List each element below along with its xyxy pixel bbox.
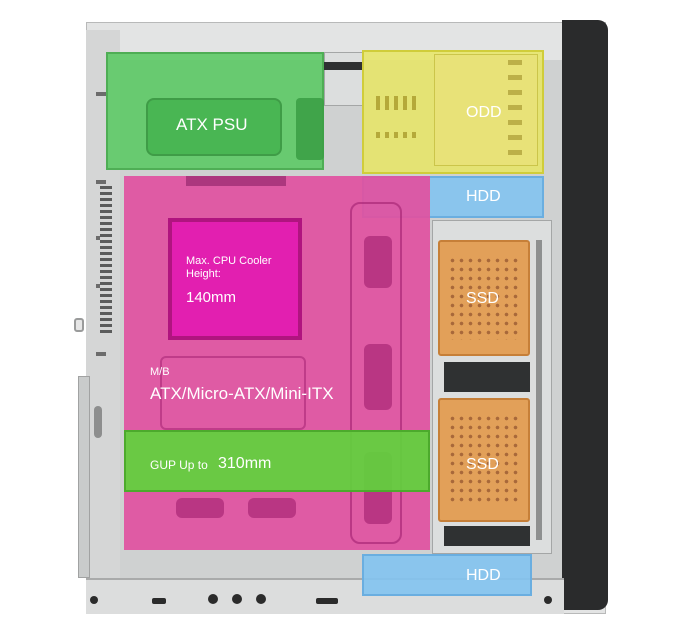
psu-unit bbox=[146, 98, 282, 156]
ssd-tray-1 bbox=[438, 240, 530, 356]
hdd-top-label: HDD bbox=[466, 188, 501, 205]
ssd-tray-2 bbox=[438, 398, 530, 522]
drive-cage-gap bbox=[444, 362, 530, 392]
io-port bbox=[94, 406, 102, 438]
ssd-1-label: SSD bbox=[466, 290, 499, 307]
top-bay-frame bbox=[324, 52, 364, 106]
odd-mount-holes bbox=[508, 60, 522, 156]
psu-label: ATX PSU bbox=[176, 115, 248, 134]
ssd-vent-pattern bbox=[448, 414, 520, 506]
gpu-length-value: 310mm bbox=[218, 455, 272, 472]
ssd-2-label: SSD bbox=[466, 456, 499, 473]
drive-cage-gap bbox=[444, 526, 530, 546]
thumbscrew-icon bbox=[74, 318, 84, 332]
mb-cutout bbox=[364, 236, 392, 288]
odd-vent bbox=[376, 96, 420, 110]
cpu-cooler-zone bbox=[168, 218, 302, 340]
expansion-bracket bbox=[78, 376, 90, 578]
mb-standoff-frame bbox=[160, 356, 306, 430]
screw-icon bbox=[544, 596, 552, 604]
odd-label: ODD bbox=[466, 104, 502, 121]
cpu-cooler-height-value: 140mm bbox=[186, 289, 237, 306]
gpu-length-prefix: GUP Up to bbox=[150, 458, 208, 472]
cpu-cooler-label-line1: Max. CPU Cooler bbox=[186, 255, 272, 267]
mb-cutout bbox=[364, 344, 392, 410]
cpu-cooler-label-line2: Height: bbox=[186, 268, 221, 280]
gpu-zone bbox=[124, 430, 430, 492]
mb-cutout bbox=[176, 498, 224, 518]
top-bay-gap bbox=[324, 62, 362, 70]
screw-icon bbox=[232, 594, 242, 604]
mb-cutout-frame bbox=[350, 202, 402, 544]
screw-icon bbox=[90, 596, 98, 604]
ssd-vent-pattern bbox=[448, 256, 520, 340]
rear-slot bbox=[96, 180, 106, 184]
hdd-bottom-label: HDD bbox=[466, 567, 501, 584]
case-front-panel bbox=[562, 20, 608, 610]
case-foot-slot bbox=[316, 598, 338, 604]
rear-vent bbox=[100, 186, 112, 334]
mb-top-gap bbox=[186, 176, 286, 186]
psu-handle bbox=[296, 98, 324, 160]
mb-cutout bbox=[248, 498, 296, 518]
screw-icon bbox=[208, 594, 218, 604]
motherboard-prefix-label: M/B bbox=[150, 366, 170, 378]
screw-icon bbox=[256, 594, 266, 604]
odd-vent bbox=[376, 132, 420, 138]
hdd-zone-bottom bbox=[362, 554, 532, 596]
case-foot-slot bbox=[152, 598, 166, 604]
motherboard-form-factor-label: ATX/Micro-ATX/Mini-ITX bbox=[150, 384, 334, 403]
drive-cage-rail bbox=[536, 240, 542, 540]
rear-slot bbox=[96, 92, 106, 96]
rear-slot bbox=[96, 352, 106, 356]
